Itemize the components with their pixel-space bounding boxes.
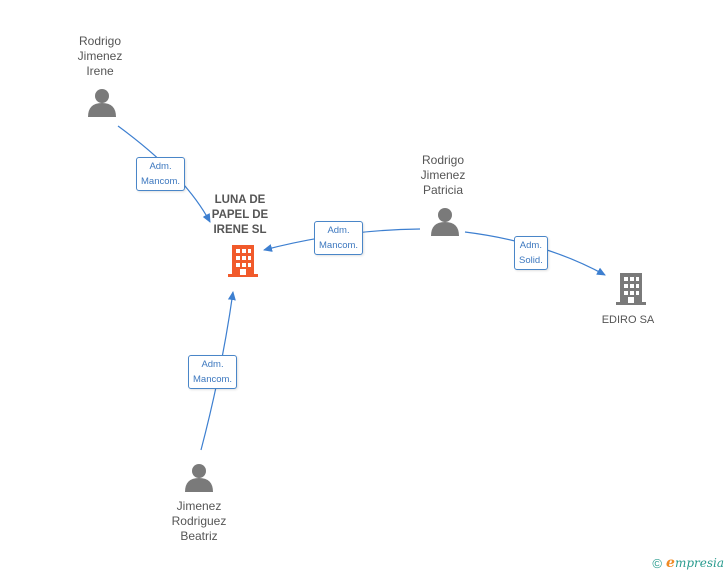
node-label-luna[interactable]: LUNA DE PAPEL DE IRENE SL: [211, 194, 269, 236]
copyright-icon: ©: [652, 555, 663, 571]
person-icon[interactable]: [88, 89, 116, 117]
brand-logo[interactable]: empresia: [666, 555, 724, 571]
building-icon[interactable]: [616, 273, 646, 305]
relation-label-irene-luna[interactable]: Adm. Mancom.: [136, 157, 186, 191]
footer-brand: © empresia: [652, 555, 724, 571]
relation-label-patricia-ediro[interactable]: Adm. Solid.: [514, 236, 548, 270]
relation-label-beatriz-luna[interactable]: Adm. Mancom.: [188, 355, 238, 389]
person-icon[interactable]: [185, 464, 213, 492]
node-label-rodrigo-irene[interactable]: Rodrigo Jimenez Irene: [77, 34, 123, 78]
building-icon[interactable]: [228, 245, 258, 277]
relation-label-patricia-luna[interactable]: Adm. Mancom.: [314, 221, 364, 255]
person-icon[interactable]: [431, 208, 459, 236]
node-label-jimenez-beatriz[interactable]: Jimenez Rodriguez Beatriz: [171, 499, 227, 543]
node-label-ediro[interactable]: EDIRO SA: [601, 314, 655, 326]
node-label-rodrigo-patricia[interactable]: Rodrigo Jimenez Patricia: [420, 153, 466, 197]
